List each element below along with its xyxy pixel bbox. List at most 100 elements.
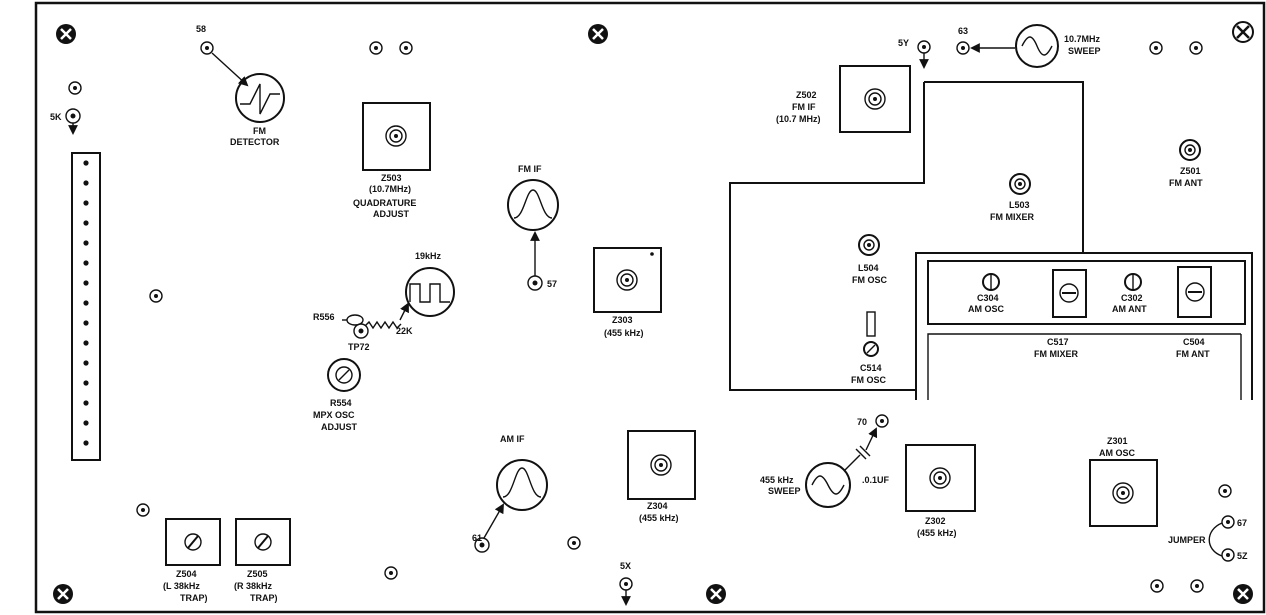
z503-quadrature-coil: Z503 (10.7MHz) QUADRATURE ADJUST bbox=[353, 102, 431, 219]
z503-label-3: QUADRATURE bbox=[353, 198, 416, 208]
c504-label-2: FM ANT bbox=[1176, 349, 1210, 359]
test-point-5y: 5Y bbox=[898, 38, 931, 69]
resistor-22k-label: 22K bbox=[396, 326, 413, 336]
test-point-5k: 5K bbox=[50, 108, 81, 135]
c302-label-1: C302 bbox=[1121, 293, 1143, 303]
z304-label-2: (455 kHz) bbox=[639, 513, 679, 523]
tp-5y-label: 5Y bbox=[898, 38, 909, 48]
cap-label: .0.1UF bbox=[862, 475, 890, 485]
sweep-10-7-label-1: 10.7MHz bbox=[1064, 34, 1101, 44]
am-tuner-panel: C304 AM OSC C302 AM ANT C517 FM MIXER C5… bbox=[915, 252, 1253, 400]
z505-label-2: (R 38kHz bbox=[234, 581, 273, 591]
z505-label-3: TRAP) bbox=[250, 593, 278, 603]
tp-67-label: 67 bbox=[1237, 518, 1247, 528]
tp-63-label: 63 bbox=[958, 26, 968, 36]
l503-label-1: L503 bbox=[1009, 200, 1030, 210]
tp-58-label: 58 bbox=[196, 24, 206, 34]
c517-label-2: FM MIXER bbox=[1034, 349, 1078, 359]
tp-61-label: 61 bbox=[472, 533, 482, 543]
z302-coil: Z302 (455 kHz) bbox=[905, 444, 976, 538]
fm-detector-label-1: FM bbox=[253, 126, 266, 136]
connector-strip bbox=[71, 152, 101, 461]
shield-outline bbox=[924, 81, 1084, 253]
mounting-hole bbox=[68, 41, 1232, 593]
z502-label-2: FM IF bbox=[792, 102, 816, 112]
l503-label-2: FM MIXER bbox=[990, 212, 1034, 222]
l504-label-2: FM OSC bbox=[852, 275, 887, 285]
z304-label-1: Z304 bbox=[647, 501, 668, 511]
z502-coil: Z502 FM IF (10.7 MHz) bbox=[776, 65, 911, 133]
l503-coil: L503 FM MIXER bbox=[990, 173, 1034, 222]
z505-label-1: Z505 bbox=[247, 569, 268, 579]
square-wave-19khz-instrument: 19kHz 22K bbox=[364, 251, 455, 336]
r554-label-2: MPX OSC bbox=[313, 410, 355, 420]
r556-label: R556 bbox=[313, 312, 335, 322]
shield-outline-lower bbox=[729, 82, 925, 391]
c304-label-2: AM OSC bbox=[968, 304, 1005, 314]
fm-detector-label-2: DETECTOR bbox=[230, 137, 280, 147]
z301-label-1: Z301 bbox=[1107, 436, 1128, 446]
mounting-screw bbox=[588, 24, 608, 44]
test-point-5x: 5X bbox=[619, 561, 633, 606]
fm-if-label: FM IF bbox=[518, 164, 542, 174]
z502-label-3: (10.7 MHz) bbox=[776, 114, 821, 124]
fm-if-instrument: FM IF 57 bbox=[507, 164, 559, 291]
z304-coil: Z304 (455 kHz) bbox=[627, 430, 696, 523]
mounting-screw bbox=[1232, 21, 1254, 43]
z503-label-2: (10.7MHz) bbox=[369, 184, 411, 194]
z302-label-1: Z302 bbox=[925, 516, 946, 526]
mounting-screw bbox=[56, 24, 76, 44]
c304-label-1: C304 bbox=[977, 293, 999, 303]
sweep-455khz-instrument: 455 kHz SWEEP .0.1UF 70 bbox=[760, 414, 890, 508]
c517-label-1: C517 bbox=[1047, 337, 1069, 347]
chassis-outline bbox=[34, 1, 1266, 614]
z502-label-1: Z502 bbox=[796, 90, 817, 100]
tp-5k-label: 5K bbox=[50, 112, 62, 122]
mounting-screw bbox=[1233, 584, 1253, 604]
c514-label-1: C514 bbox=[860, 363, 882, 373]
fm-detector-instrument: FM DETECTOR bbox=[230, 73, 285, 147]
z501-label-2: FM ANT bbox=[1169, 178, 1203, 188]
c514-trimmer: C514 FM OSC bbox=[851, 311, 886, 385]
tp-70-label: 70 bbox=[857, 417, 867, 427]
z303-label-1: Z303 bbox=[612, 315, 633, 325]
c504-label-1: C504 bbox=[1183, 337, 1205, 347]
tp-5z-label: 5Z bbox=[1237, 551, 1248, 561]
r554-mpx-osc-adjust: R554 MPX OSC ADJUST bbox=[313, 358, 361, 432]
z504-label-1: Z504 bbox=[176, 569, 197, 579]
z504-label-3: TRAP) bbox=[180, 593, 208, 603]
r554-label-1: R554 bbox=[330, 398, 352, 408]
l504-label-1: L504 bbox=[858, 263, 879, 273]
z301-label-2: AM OSC bbox=[1099, 448, 1136, 458]
test-point-58: 58 bbox=[196, 24, 249, 87]
z302-label-2: (455 kHz) bbox=[917, 528, 957, 538]
r554-label-3: ADJUST bbox=[321, 422, 358, 432]
c514-label-2: FM OSC bbox=[851, 375, 886, 385]
tp72-test-point: R556 TP72 bbox=[313, 312, 370, 352]
z303-label-2: (455 kHz) bbox=[604, 328, 644, 338]
am-if-instrument: AM IF 61 bbox=[472, 434, 548, 553]
sweep-10-7mhz-instrument: 63 10.7MHz SWEEP bbox=[956, 24, 1101, 68]
sweep-10-7-label-2: SWEEP bbox=[1068, 46, 1101, 56]
tp-57-label: 57 bbox=[547, 279, 557, 289]
am-if-label: AM IF bbox=[500, 434, 525, 444]
c302-label-2: AM ANT bbox=[1112, 304, 1147, 314]
z503-label-1: Z503 bbox=[381, 173, 402, 183]
tp72-label: TP72 bbox=[348, 342, 370, 352]
tp-5x-label: 5X bbox=[620, 561, 631, 571]
z303-coil: Z303 (455 kHz) bbox=[593, 247, 662, 338]
z501-label-1: Z501 bbox=[1180, 166, 1201, 176]
l504-coil: L504 FM OSC bbox=[852, 234, 887, 285]
z501-coil: Z501 FM ANT bbox=[1169, 139, 1203, 188]
mounting-screw bbox=[53, 584, 73, 604]
jumper-label: JUMPER bbox=[1168, 535, 1206, 545]
sweep-455-label-1: 455 kHz bbox=[760, 475, 794, 485]
z504-label-2: (L 38kHz bbox=[163, 581, 200, 591]
z504-trap: Z504 (L 38kHz TRAP) bbox=[163, 518, 221, 603]
square-19k-label: 19kHz bbox=[415, 251, 442, 261]
z503-label-4: ADJUST bbox=[373, 209, 410, 219]
sweep-455-label-2: SWEEP bbox=[768, 486, 801, 496]
mounting-screw bbox=[706, 584, 726, 604]
z505-trap: Z505 (R 38kHz TRAP) bbox=[234, 518, 291, 603]
